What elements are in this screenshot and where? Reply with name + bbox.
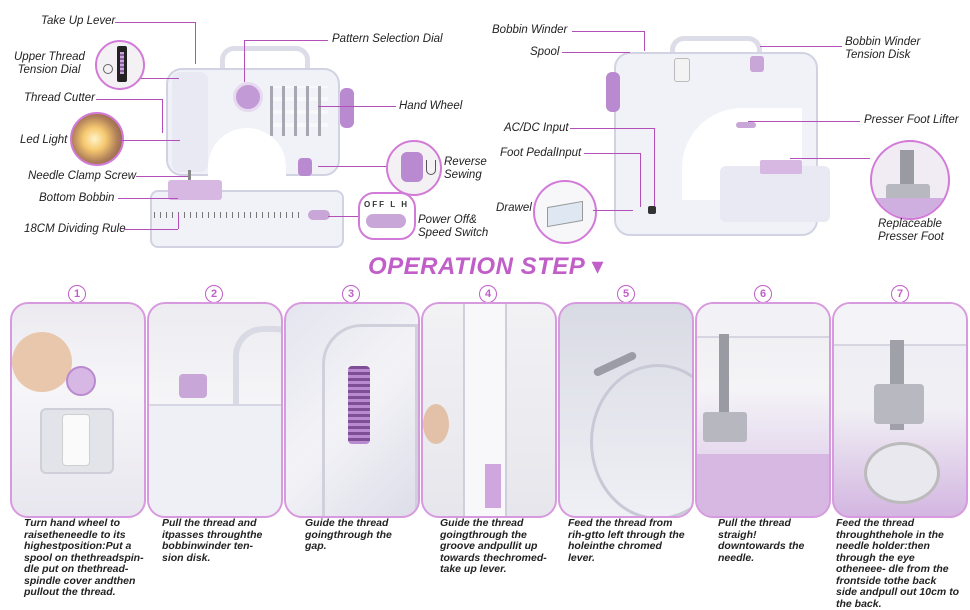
step-number-3: 3 — [342, 285, 360, 303]
reverse-button-zoom-bubble — [386, 140, 442, 196]
step-number-6: 6 — [754, 285, 772, 303]
back-port — [648, 206, 656, 214]
label-bobbin-winder-tension-disk: Bobbin Winder Tension Disk — [845, 36, 921, 61]
label-power-off-speed-switch: Power Off& Speed Switch — [418, 214, 489, 239]
step-number-4: 4 — [479, 285, 497, 303]
step-caption-1: Turn hand wheel to raisetheneedle to its… — [24, 517, 144, 598]
step-number-7: 7 — [891, 285, 909, 303]
label-pattern-selection-dial: Pattern Selection Dial — [332, 33, 443, 45]
label-bottom-bobbin: Bottom Bobbin — [39, 192, 115, 204]
label-foot-pedal-input: Foot PedalInput — [500, 147, 582, 159]
carry-handle — [220, 46, 310, 79]
reverse-button — [298, 158, 312, 176]
step-number-1: 1 — [68, 285, 86, 303]
drawer-zoom-bubble — [533, 180, 597, 244]
speed-switch-small — [308, 210, 330, 220]
back-presser-lifter — [736, 122, 756, 128]
back-bobbin-plate — [760, 160, 802, 174]
winder-disk — [750, 56, 764, 72]
label-reverse-sewing: Reverse Sewing — [444, 156, 487, 181]
switch-off-text: OFF — [364, 200, 386, 209]
tension-dial-zoom-bubble — [95, 40, 145, 90]
needle-column — [172, 72, 208, 172]
front-machine-diagram — [150, 40, 360, 250]
label-ac-dc-input: AC/DC Input — [504, 122, 569, 134]
step-photo-6 — [695, 302, 831, 518]
step-photo-2 — [147, 302, 283, 518]
label-presser-foot-lifter: Presser Foot Lifter — [864, 114, 959, 126]
label-take-up-lever: Take Up Lever — [41, 15, 116, 27]
label-bobbin-winder: Bobbin Winder — [492, 24, 568, 36]
bobbin-plate — [168, 180, 222, 200]
step-caption-3: Guide the thread goingthrough the gap. — [305, 517, 392, 552]
step-photo-1 — [10, 302, 146, 518]
switch-l-text: L — [390, 200, 397, 209]
label-dividing-rule: 18CM Dividing Rule — [24, 223, 126, 235]
label-led-light: Led Light — [20, 134, 68, 146]
step-caption-7: Feed the thread throughthehole in the ne… — [836, 517, 960, 610]
step-number-5: 5 — [617, 285, 635, 303]
operation-step-title: OPERATION STEP ▾ — [368, 253, 605, 280]
label-hand-wheel: Hand Wheel — [399, 100, 463, 112]
step-number-2: 2 — [205, 285, 223, 303]
step-photo-7 — [832, 302, 968, 518]
spool-pin — [674, 58, 690, 82]
label-spool: Spool — [530, 46, 560, 58]
step-photo-5 — [558, 302, 694, 518]
led-light-zoom-bubble — [70, 112, 124, 166]
label-upper-thread-tension: Upper Thread Tension Dial — [14, 51, 85, 76]
step-photo-4 — [421, 302, 557, 518]
label-replaceable-presser-foot: Replaceable Presser Foot — [878, 218, 944, 243]
back-bed — [720, 166, 830, 222]
dividing-ruler — [154, 212, 304, 218]
hand-wheel — [340, 88, 354, 128]
step-caption-2: Pull the thread and itpasses throughthe … — [162, 517, 263, 564]
step-caption-6: Pull the thread straigh! downtowards the… — [718, 517, 805, 564]
leader-take-up-lever — [115, 22, 195, 23]
label-drawel: Drawel — [496, 202, 532, 214]
step-photo-3 — [284, 302, 420, 518]
back-hand-wheel — [606, 72, 620, 112]
back-machine-diagram — [600, 30, 840, 240]
switch-h-text: H — [401, 200, 409, 209]
stitch-pattern-chart — [270, 86, 328, 136]
step-caption-4: Guide the thread goingthrough the groove… — [440, 517, 547, 575]
step-caption-5: Feed the thread from rih-gtto left throu… — [568, 517, 685, 564]
label-thread-cutter: Thread Cutter — [24, 92, 95, 104]
speed-switch-zoom-bubble: OFF L H — [358, 192, 416, 240]
presser-foot-zoom-bubble — [870, 140, 950, 220]
back-carry-handle — [670, 36, 762, 67]
pattern-dial — [233, 82, 263, 112]
label-needle-clamp-screw: Needle Clamp Screw — [28, 170, 137, 182]
